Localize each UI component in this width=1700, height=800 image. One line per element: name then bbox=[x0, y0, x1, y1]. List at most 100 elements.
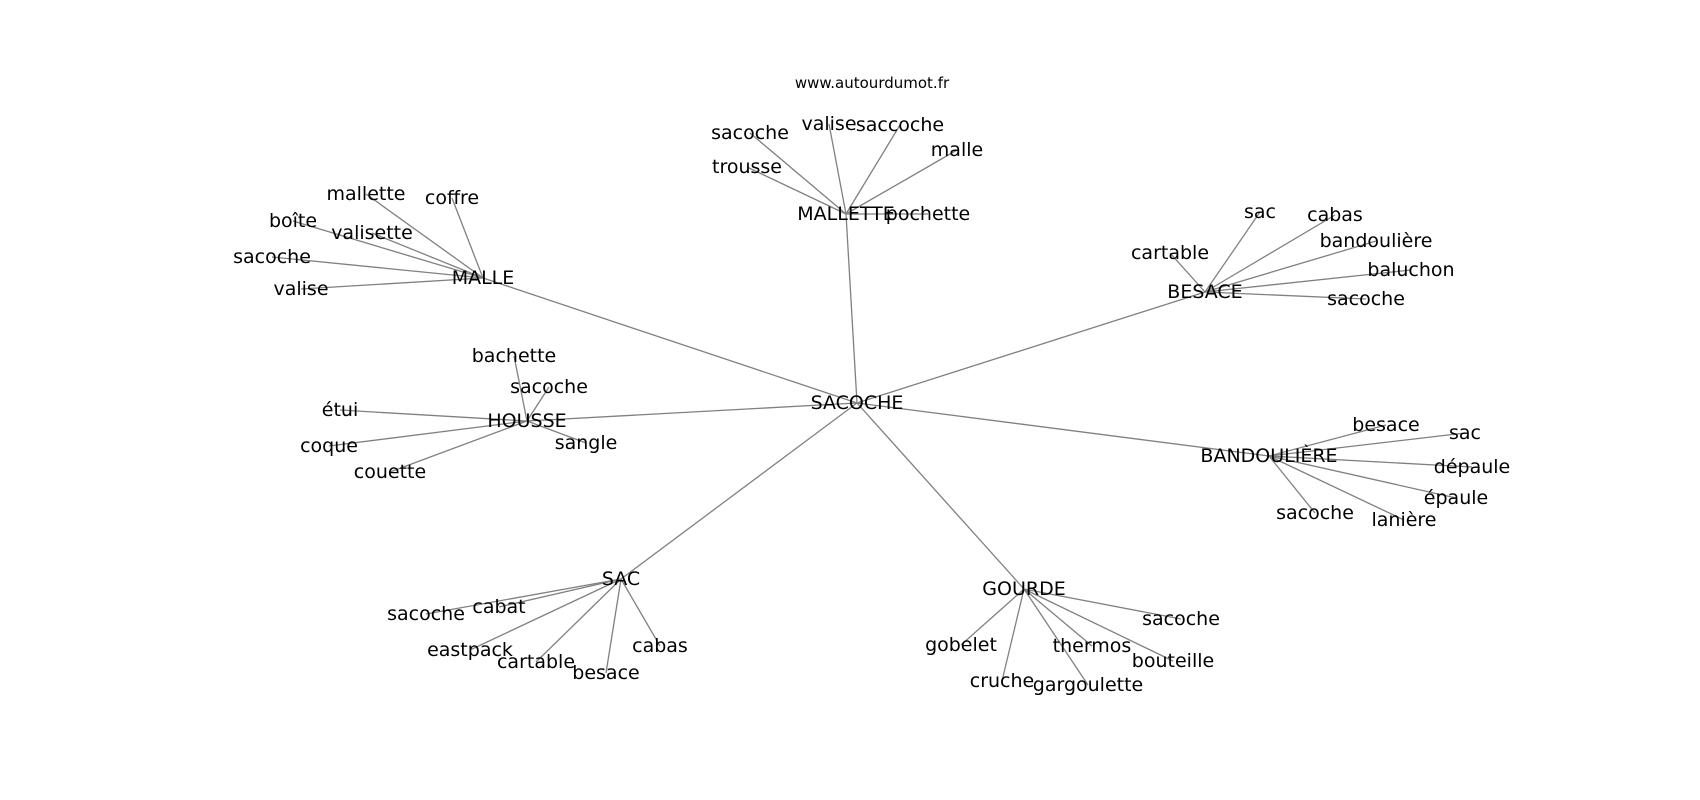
edge-housse-leaf bbox=[526, 386, 550, 422]
edge-besace-leaf bbox=[1204, 211, 1261, 293]
graph-edges bbox=[271, 123, 1473, 686]
edge-center-bandouliere bbox=[856, 402, 1270, 457]
leaf-node: sacoche bbox=[711, 122, 789, 144]
leaf-node: valise bbox=[273, 278, 328, 300]
leaf-node: sangle bbox=[555, 432, 618, 454]
leaf-node: sacoche bbox=[510, 376, 588, 398]
edge-housse-leaf bbox=[526, 420, 587, 444]
leaf-node: besace bbox=[1352, 414, 1419, 436]
edge-sac-leaf bbox=[535, 578, 622, 663]
leaf-node: coffre bbox=[425, 187, 479, 209]
edge-mallette-leaf bbox=[746, 166, 847, 215]
leaf-node: cartable bbox=[497, 651, 575, 673]
hub-node-housse: HOUSSE bbox=[487, 410, 566, 432]
edge-malle-leaf bbox=[365, 193, 484, 279]
leaf-node: épaule bbox=[1424, 487, 1488, 509]
edge-bandouliere-leaf bbox=[1268, 455, 1473, 468]
hub-node-bandouliere: BANDOULIÈRE bbox=[1200, 444, 1337, 467]
edge-housse-leaf bbox=[389, 420, 528, 473]
edge-bandouliere-leaf bbox=[1268, 455, 1316, 514]
edge-bandouliere-leaf bbox=[1268, 432, 1466, 457]
leaf-node: sacoche bbox=[387, 603, 465, 625]
edge-sac-leaf bbox=[498, 578, 622, 608]
leaf-node: trousse bbox=[712, 156, 782, 178]
edge-center-housse bbox=[526, 402, 858, 422]
edge-malle-leaf bbox=[292, 220, 484, 279]
leaf-node: gargoulette bbox=[1033, 674, 1143, 696]
edge-gourde-leaf bbox=[960, 588, 1025, 646]
node-center: SACOCHE bbox=[811, 392, 904, 414]
edge-mallette-leaf bbox=[828, 123, 847, 215]
leaf-node: bouteille bbox=[1132, 650, 1214, 672]
leaf-node: cabas bbox=[632, 635, 688, 657]
edge-gourde-leaf bbox=[1023, 588, 1174, 662]
leaf-node: sac bbox=[1449, 422, 1481, 444]
edge-center-mallette bbox=[845, 213, 858, 404]
edge-center-besace bbox=[856, 291, 1206, 404]
leaf-node: coque bbox=[300, 435, 358, 457]
edge-housse-leaf bbox=[328, 420, 528, 447]
leaf-node: bachette bbox=[472, 345, 556, 367]
edge-housse-leaf bbox=[513, 355, 528, 422]
leaf-node: sac bbox=[1244, 201, 1276, 223]
edge-malle-leaf bbox=[451, 197, 484, 279]
hub-node-malle: MALLE bbox=[452, 267, 515, 289]
leaf-node: valisette bbox=[331, 222, 413, 244]
leaf-node: valise bbox=[801, 113, 856, 135]
leaf-node: saccoche bbox=[856, 114, 944, 136]
edge-gourde-leaf bbox=[1023, 588, 1089, 686]
edge-center-sac bbox=[620, 402, 858, 580]
leaf-node: cabat bbox=[472, 596, 525, 618]
edge-housse-leaf bbox=[339, 409, 528, 422]
hub-node-gourde: GOURDE bbox=[982, 578, 1065, 600]
edge-malle-leaf bbox=[271, 256, 484, 279]
edge-besace-leaf bbox=[1169, 252, 1206, 293]
edge-bandouliere-leaf bbox=[1268, 455, 1457, 499]
leaf-node: cruche bbox=[970, 670, 1034, 692]
hub-node-besace: BESACE bbox=[1167, 281, 1242, 303]
leaf-node: boîte bbox=[269, 210, 317, 232]
leaf-node: dépaule bbox=[1434, 456, 1510, 478]
leaf-node: sacoche bbox=[1142, 608, 1220, 630]
edge-sac-leaf bbox=[620, 578, 661, 647]
edge-mallette-leaf bbox=[845, 149, 958, 215]
edge-sac-leaf bbox=[469, 578, 622, 651]
edge-center-malle bbox=[482, 277, 858, 404]
leaf-node: besace bbox=[572, 662, 639, 684]
leaf-node: étui bbox=[322, 399, 358, 421]
edge-mallette-leaf bbox=[845, 124, 901, 215]
edge-besace-leaf bbox=[1204, 214, 1336, 293]
leaf-node: malle bbox=[931, 139, 983, 161]
edge-mallette-leaf bbox=[749, 132, 847, 215]
edge-besace-leaf bbox=[1204, 269, 1412, 293]
edge-gourde-leaf bbox=[1001, 588, 1025, 682]
hub-node-mallette: MALLETTE bbox=[797, 203, 894, 225]
leaf-node: lanière bbox=[1371, 509, 1436, 531]
edge-sac-leaf bbox=[425, 578, 622, 615]
leaf-node: eastpack bbox=[427, 639, 513, 661]
leaf-node: bandoulière bbox=[1320, 230, 1433, 252]
leaf-node: pochette bbox=[886, 203, 970, 225]
leaf-node: couette bbox=[354, 461, 426, 483]
edge-bandouliere-leaf bbox=[1268, 455, 1405, 521]
hub-node-sac: SAC bbox=[602, 568, 640, 590]
leaf-node: cartable bbox=[1131, 242, 1209, 264]
leaf-node: mallette bbox=[327, 183, 406, 205]
leaf-node: sacoche bbox=[1327, 288, 1405, 310]
site-credit: www.autourdumot.fr bbox=[795, 74, 950, 92]
leaf-node: baluchon bbox=[1367, 259, 1454, 281]
leaf-node: thermos bbox=[1053, 635, 1132, 657]
leaf-node: gobelet bbox=[925, 634, 997, 656]
leaf-node: cabas bbox=[1307, 204, 1363, 226]
edge-besace-leaf bbox=[1204, 291, 1367, 300]
edge-gourde-leaf bbox=[1023, 588, 1093, 647]
edge-sac-leaf bbox=[605, 578, 622, 674]
leaf-node: sacoche bbox=[1276, 502, 1354, 524]
edge-gourde-leaf bbox=[1023, 588, 1182, 620]
edge-center-gourde bbox=[856, 402, 1025, 590]
edge-malle-leaf bbox=[371, 232, 484, 279]
edge-malle-leaf bbox=[300, 277, 484, 290]
edge-bandouliere-leaf bbox=[1268, 424, 1387, 457]
